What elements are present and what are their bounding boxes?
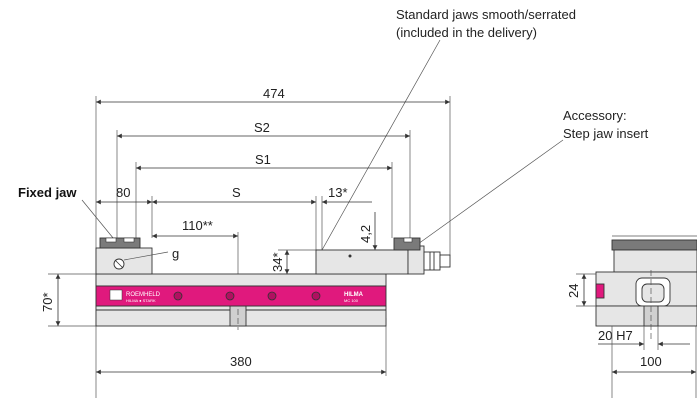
fixed-jaw-label: Fixed jaw (18, 185, 77, 200)
side-20h7-label: 20 H7 (598, 328, 633, 343)
roemheld-badge-icon (109, 289, 123, 301)
dim-70-label: 70* (40, 292, 55, 312)
fixed-jaw-insert (99, 237, 141, 249)
left-logo-sub: HILMA ● STARK (126, 298, 156, 303)
dim-380-label: 380 (230, 354, 252, 369)
dim-g-label: g (172, 246, 179, 261)
vise-body-top (95, 273, 387, 287)
standard-jaws-label-1: Standard jaws smooth/serrated (396, 7, 576, 22)
side-spindle-inner (641, 283, 665, 303)
accessory-leader (417, 139, 564, 245)
dim-s-label: S (232, 185, 241, 200)
standard-jaws-leader (321, 39, 441, 251)
dim-s2-label: S2 (254, 120, 270, 135)
side-jaw-body (613, 249, 697, 273)
spindle-end (439, 254, 451, 268)
body-hole-2 (225, 291, 235, 301)
fixed-jaw-leader (81, 199, 119, 245)
standard-jaws-label-2: (included in the delivery) (396, 25, 537, 40)
fixed-jaw-slot-1 (105, 237, 117, 243)
dim-42-label: 4,2 (358, 225, 373, 243)
right-logo-text: HILMA (344, 292, 364, 298)
left-logo-text: ROEMHELD (126, 292, 161, 298)
dim-34-label: 34* (270, 252, 285, 272)
fixed-jaw-bolt-slash (114, 259, 124, 269)
dim-80-label: 80 (116, 185, 130, 200)
movable-jaw-pin (348, 254, 352, 258)
spindle-housing (423, 251, 441, 271)
side-jaw-insert (611, 239, 697, 251)
dim-s1-label: S1 (255, 152, 271, 167)
body-hole-4 (311, 291, 321, 301)
body-hole-3 (267, 291, 277, 301)
accessory-label-2: Step jaw insert (563, 126, 649, 141)
dim-110-label: 110** (182, 218, 213, 233)
dim-474-label: 474 (263, 86, 285, 101)
accessory-label-1: Accessory: (563, 108, 627, 123)
fixed-jaw-slot-2 (123, 237, 135, 243)
right-logo-sub: MC 100 (344, 298, 359, 303)
movable-jaw-body (315, 249, 409, 275)
body-hole-1 (173, 291, 183, 301)
g-leader (123, 251, 169, 261)
vise-body-magenta (95, 285, 387, 307)
step-jaw-slot (403, 237, 413, 243)
fixed-jaw-body (95, 247, 153, 275)
dim-13-label: 13* (328, 185, 348, 200)
side-24-label: 24 (566, 284, 581, 298)
side-100-label: 100 (640, 354, 662, 369)
side-magenta-edge (595, 283, 605, 299)
